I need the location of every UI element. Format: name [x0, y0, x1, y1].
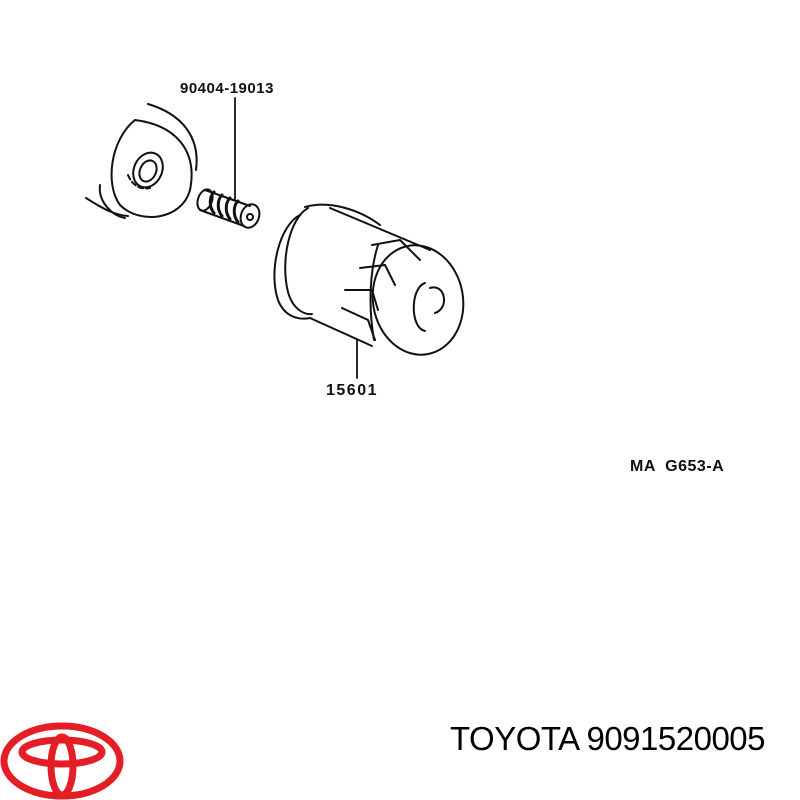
callout-15601: 15601	[326, 382, 378, 399]
callout-90404-19013: 90404-19013	[180, 80, 274, 97]
brand-part-number: TOYOTA 9091520005	[450, 720, 766, 757]
oil-filter	[273, 203, 465, 379]
oil-filter-exploded-diagram	[85, 97, 465, 379]
figure-code: MA G653-A	[630, 458, 725, 475]
toyota-logo	[0, 722, 124, 800]
engine-block-mount	[85, 103, 198, 219]
union-bolt	[196, 97, 261, 229]
